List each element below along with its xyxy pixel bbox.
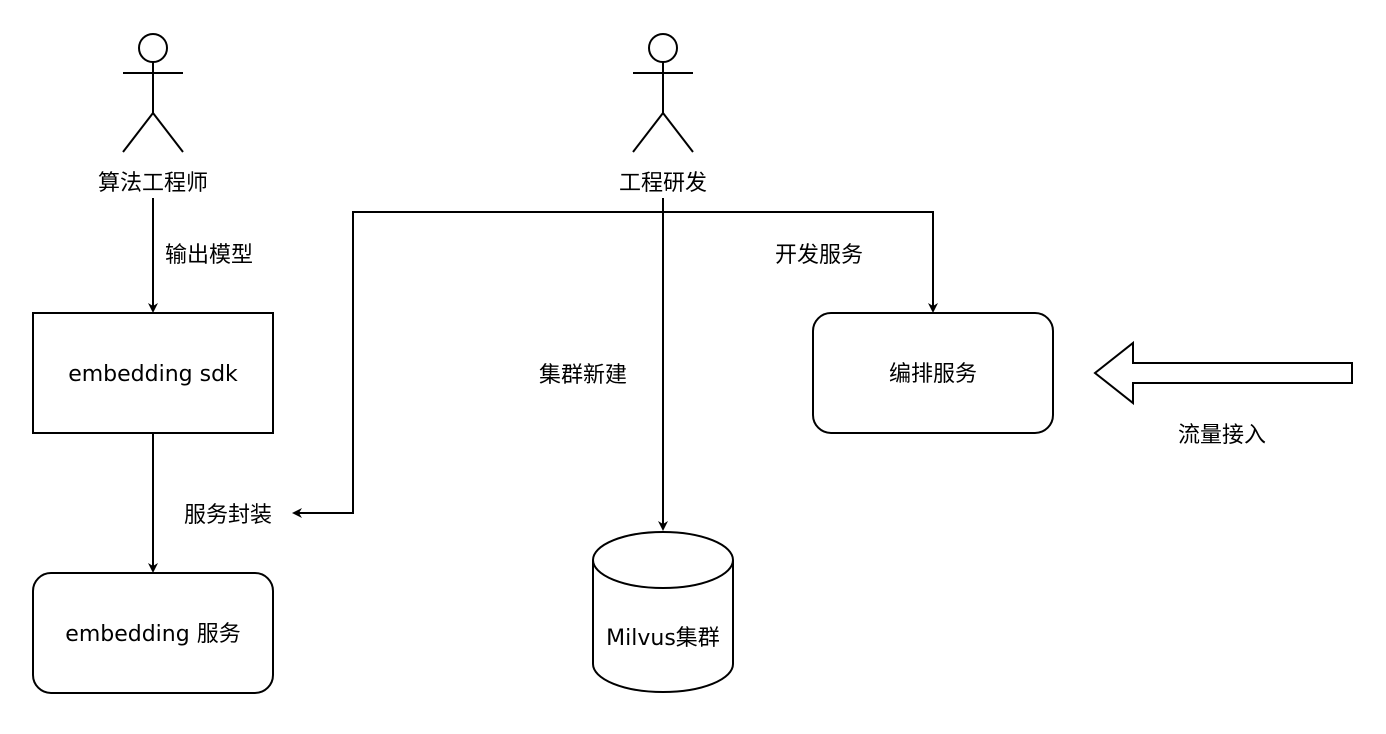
left-block-arrow-icon: [1093, 340, 1353, 406]
edge-output-model: 输出模型: [148, 198, 253, 313]
stick-figure-icon: [122, 33, 184, 153]
engineering-dev-actor: 工程研发: [619, 33, 707, 196]
traffic-ingress-label: 流量接入: [1178, 423, 1266, 448]
orchestration-service-box: [812, 312, 1054, 434]
algorithm-engineer-label: 算法工程师: [98, 171, 208, 196]
edge-dev-service-line: [663, 211, 938, 313]
edge-service-wrap-label: 服务封装: [184, 503, 272, 528]
embedding-service-box: [32, 572, 274, 694]
engineering-dev-label: 工程研发: [619, 171, 707, 196]
edge-wrap-pointer: [292, 211, 663, 518]
traffic-ingress: 流量接入: [1093, 340, 1353, 448]
edge-wrap-pointer-line: [292, 211, 663, 518]
orchestration-service-label: 编排服务: [889, 362, 977, 387]
embedding-sdk-node: embedding sdk: [32, 312, 274, 434]
database-cylinder-icon: [592, 531, 734, 693]
edge-service-wrap: 服务封装: [148, 433, 272, 573]
edge-dev-service-label: 开发服务: [775, 243, 863, 268]
embedding-service-node: embedding 服务: [32, 572, 274, 694]
stick-figure-icon: [632, 33, 694, 153]
edge-cluster-create-label: 集群新建: [539, 363, 627, 388]
embedding-service-label: embedding 服务: [65, 622, 240, 647]
milvus-cluster-label: Milvus集群: [606, 626, 720, 651]
edge-output-model-label: 输出模型: [165, 243, 253, 268]
edge-cluster-create: 集群新建: [530, 198, 668, 531]
algorithm-engineer-actor: 算法工程师: [98, 33, 208, 196]
embedding-sdk-box: [32, 312, 274, 434]
milvus-cluster-node: Milvus集群: [592, 531, 734, 693]
embedding-sdk-label: embedding sdk: [68, 362, 238, 387]
edge-dev-service: 开发服务: [663, 211, 938, 313]
orchestration-service-node: 编排服务: [812, 312, 1054, 434]
